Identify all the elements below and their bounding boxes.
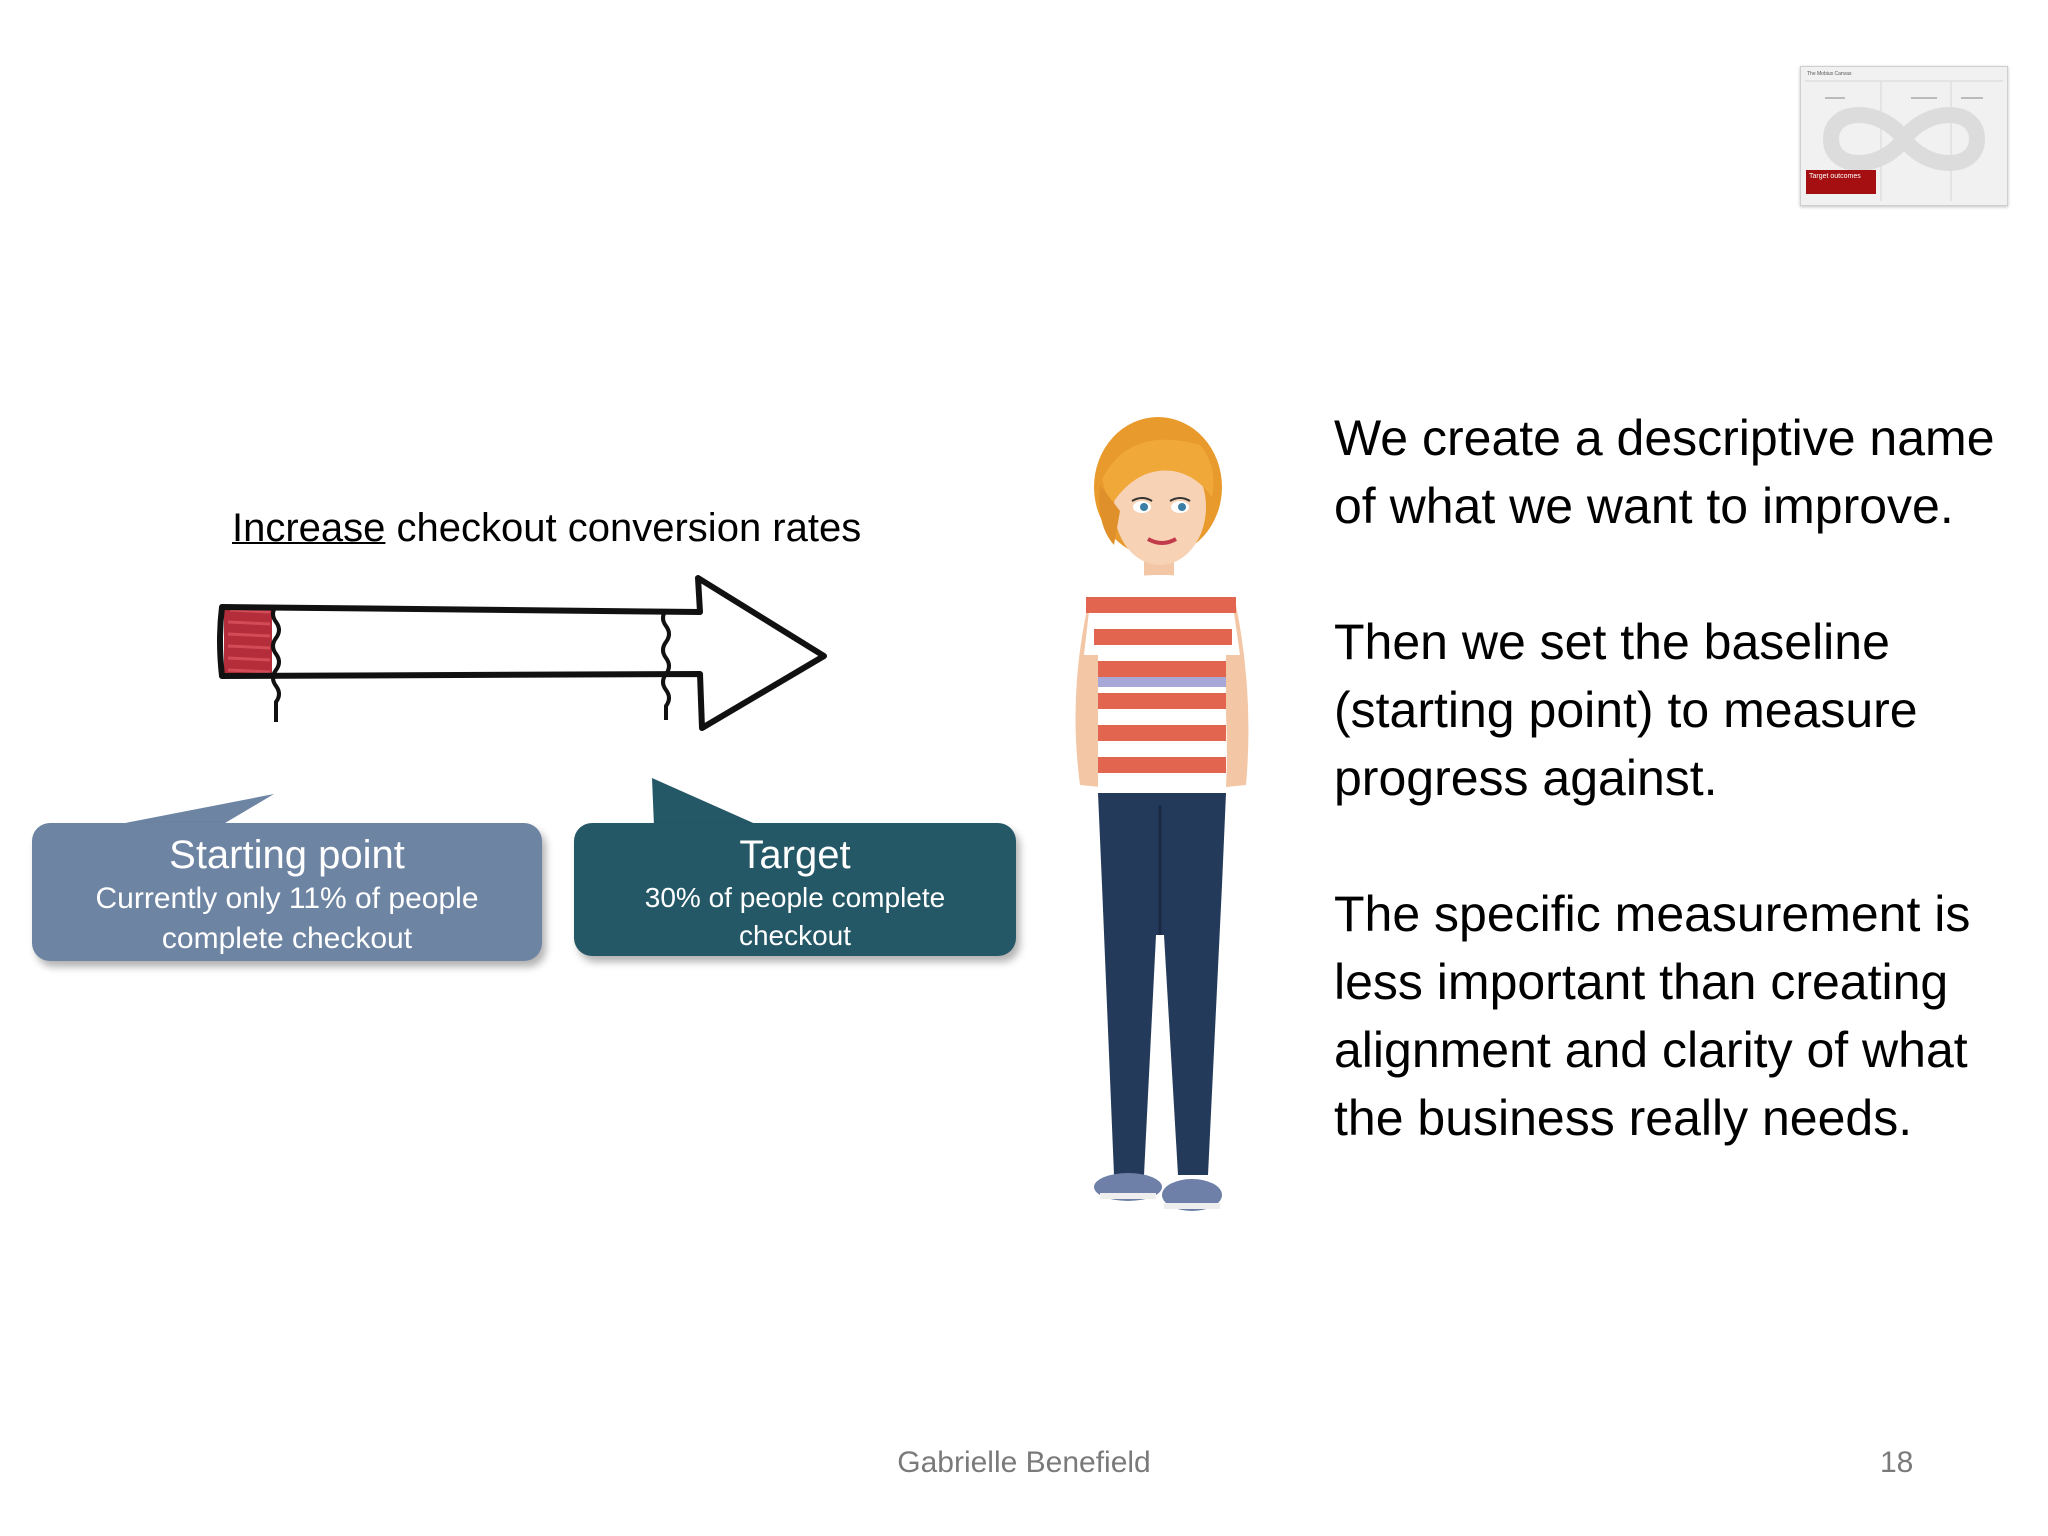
- page-number: 18: [1880, 1446, 1914, 1479]
- goal-verb: Increase: [232, 506, 386, 550]
- thumbnail-target-outcomes-label: Target outcomes: [1806, 170, 1876, 194]
- woman-illustration: [1075, 417, 1249, 1211]
- explanation-paragraph-1: We create a descriptive name of what we …: [1334, 410, 1995, 534]
- target-callout: Target 30% of people complete checkout: [574, 823, 1016, 956]
- mobius-canvas-thumbnail: The Mobius Canvas Target outcomes: [1800, 66, 2008, 206]
- starting-point-line1: Currently only 11% of people: [95, 882, 479, 915]
- target-line2: checkout: [738, 920, 852, 951]
- infinity-loop-icon: [1805, 80, 2003, 201]
- footer-author: Gabrielle Benefield: [897, 1446, 1151, 1479]
- target-callout-tail: [652, 778, 760, 826]
- explanation-paragraph-3: The specific measurement is less importa…: [1334, 886, 1971, 1146]
- starting-point-line2: complete checkout: [161, 922, 413, 955]
- goal-title: Increase checkout conversion rates: [232, 506, 861, 551]
- start-callout-tail: [110, 794, 274, 826]
- baseline-fill: [224, 605, 272, 678]
- explanation-paragraph-2: Then we set the baseline (starting point…: [1334, 614, 1918, 806]
- starting-point-callout: Starting point Currently only 11% of peo…: [32, 823, 542, 961]
- goal-rest: checkout conversion rates: [385, 506, 862, 550]
- thumbnail-title: The Mobius Canvas: [1807, 71, 1852, 77]
- starting-point-title: Starting point: [169, 833, 405, 877]
- target-line1: 30% of people complete: [644, 882, 946, 913]
- target-title: Target: [739, 833, 851, 877]
- progress-arrow-icon: [217, 575, 827, 731]
- explanation-text: We create a descriptive name of what we …: [1334, 404, 2034, 1220]
